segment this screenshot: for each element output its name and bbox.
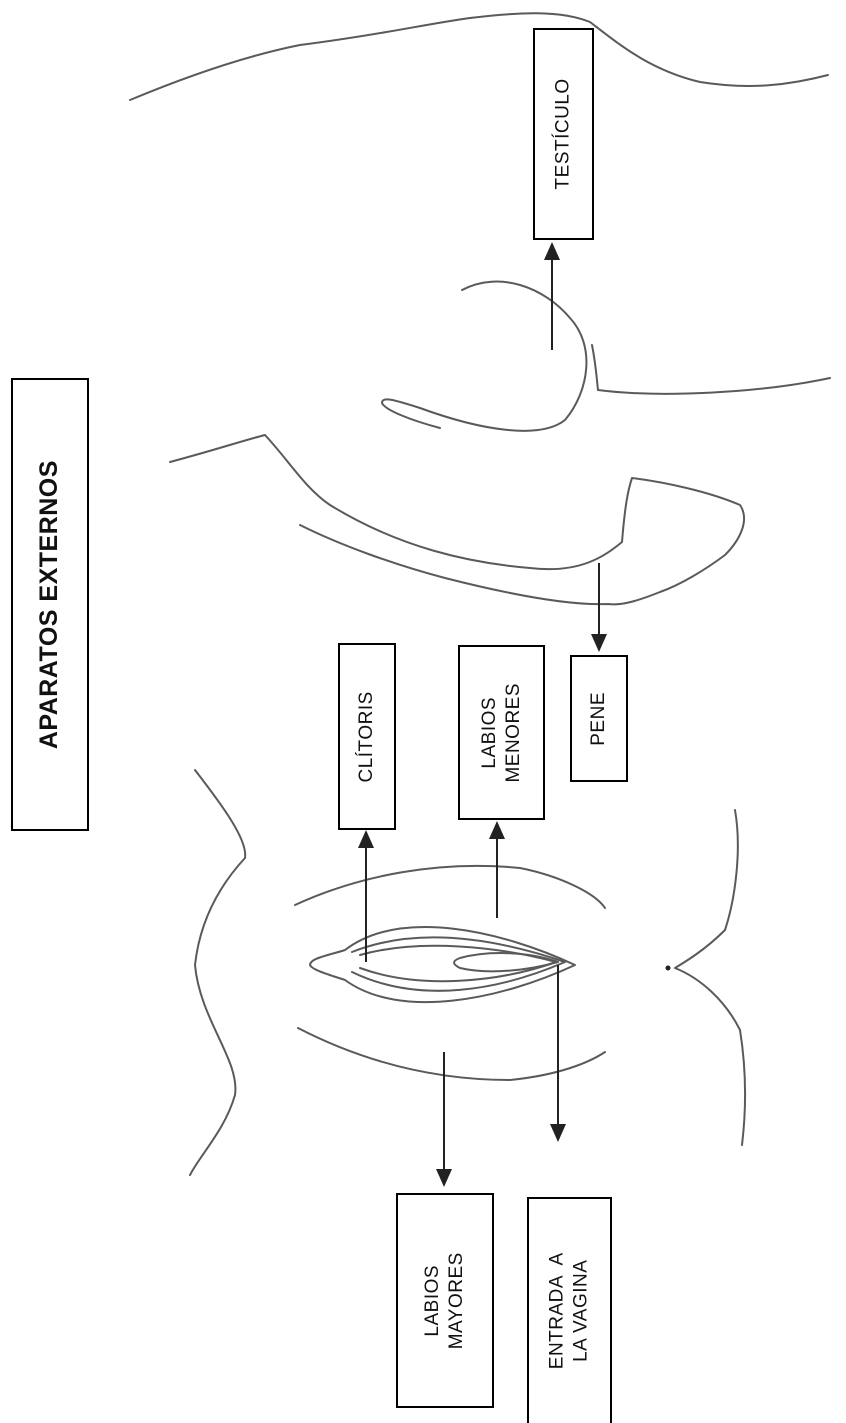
mons-outline <box>294 864 606 909</box>
penis-outline <box>169 434 745 606</box>
testiculo-label: TESTÍCULO <box>552 78 574 190</box>
labios-mayores-line-1: LABIOS <box>422 1264 444 1337</box>
title-box: APARATOS EXTERNOS <box>11 378 89 831</box>
entrada-vagina-label-box: ENTRADA A LA VAGINA <box>527 1197 612 1423</box>
labios-mayores-label-box: LABIOS MAYORES <box>396 1193 494 1408</box>
labios-mayores-label: LABIOS MAYORES <box>421 1252 469 1349</box>
testiculo-label-box: TESTÍCULO <box>533 28 594 240</box>
vaginal-opening-outline <box>453 952 559 973</box>
labios-mayores-line-2: MAYORES <box>446 1251 468 1350</box>
entrada-vagina-line-1: ENTRADA A <box>546 1252 568 1370</box>
thigh-line-right <box>591 344 831 395</box>
labios-menores-line-2: MENORES <box>502 682 524 783</box>
arrows <box>358 242 607 1187</box>
anus-marker <box>665 965 671 971</box>
vulva-outer <box>309 926 576 1004</box>
body-contour-top <box>129 12 829 101</box>
pene-label-box: PENE <box>570 655 628 782</box>
entrada-vagina-label: ENTRADA A LA VAGINA <box>546 1253 594 1370</box>
vulva-inner-1 <box>351 936 566 992</box>
pene-label: PENE <box>588 691 610 746</box>
thigh-contour-right <box>674 809 747 1146</box>
page-title: APARATOS EXTERNOS <box>35 459 64 750</box>
perineum-outline-lower <box>297 1027 606 1081</box>
labios-menores-line-1: LABIOS <box>478 696 500 769</box>
labios-menores-label: LABIOS MENORES <box>478 683 526 783</box>
labios-menores-label-box: LABIOS MENORES <box>458 645 545 820</box>
clitoris-label: CLÍTORIS <box>356 690 378 783</box>
male-outline <box>129 12 831 606</box>
scrotum-outline <box>381 280 588 432</box>
entrada-vagina-line-2: LA VAGINA <box>570 1259 592 1363</box>
hip-contour-left <box>189 769 247 1176</box>
female-outline <box>189 769 747 1176</box>
clitoris-label-box: CLÍTORIS <box>338 643 396 830</box>
